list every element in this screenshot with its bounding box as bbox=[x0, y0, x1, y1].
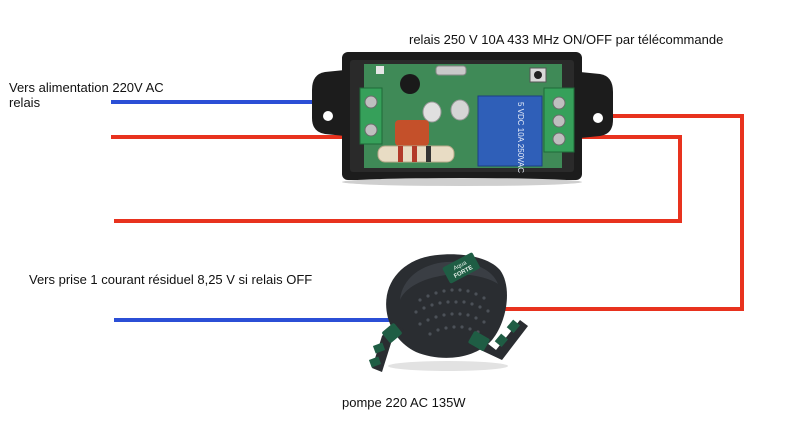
pump-brand-badge: Aqua FORTE bbox=[442, 252, 480, 284]
relay-mount-ear-left bbox=[312, 70, 345, 136]
pump-live-wire bbox=[498, 114, 744, 311]
pump-caption-label: pompe 220 AC 135W bbox=[342, 395, 466, 410]
pump-outlet-fitting bbox=[468, 319, 528, 360]
input-terminal-screw bbox=[364, 123, 378, 137]
resistor-band bbox=[398, 146, 403, 162]
output-terminal-screw bbox=[552, 114, 566, 128]
relay-component bbox=[477, 95, 543, 167]
relay-mount-ear-right bbox=[580, 72, 613, 138]
supply-label-line1: Vers alimentation 220V AC bbox=[9, 80, 164, 95]
relay-mount-hole-right bbox=[593, 113, 603, 123]
crystal bbox=[400, 74, 420, 94]
relay-mount-hole-left bbox=[323, 111, 333, 121]
resistor-band bbox=[426, 146, 431, 162]
resistor-band bbox=[412, 146, 417, 162]
output-loop-wire bbox=[114, 135, 682, 223]
pump-grille-dots bbox=[414, 288, 490, 336]
pump: Aqua FORTE bbox=[368, 252, 528, 372]
pump-inlet-fitting bbox=[368, 322, 404, 372]
film-capacitor bbox=[395, 120, 429, 146]
relay-component-print: 5 VDC 10A 250VAC bbox=[516, 102, 525, 173]
pump-shadow bbox=[388, 361, 508, 371]
output-terminal-screw bbox=[552, 96, 566, 110]
relay-title-label: relais 250 V 10A 433 MHz ON/OFF par télé… bbox=[409, 32, 724, 47]
capacitor bbox=[422, 101, 442, 123]
pushbutton-cap bbox=[534, 71, 542, 79]
antenna-coil bbox=[435, 65, 467, 76]
electrolytic-capacitor bbox=[450, 99, 470, 121]
input-terminal-screw bbox=[364, 95, 378, 109]
outlet-note-label: Vers prise 1 courant résiduel 8,25 V si … bbox=[29, 272, 313, 287]
relay-enclosure-shadow bbox=[342, 178, 582, 186]
output-terminal-screw bbox=[552, 132, 566, 146]
indicator-led bbox=[376, 66, 384, 74]
supply-label-line2: relais bbox=[9, 95, 41, 110]
relay-module: 5 VDC 10A 250VAC bbox=[312, 52, 613, 186]
